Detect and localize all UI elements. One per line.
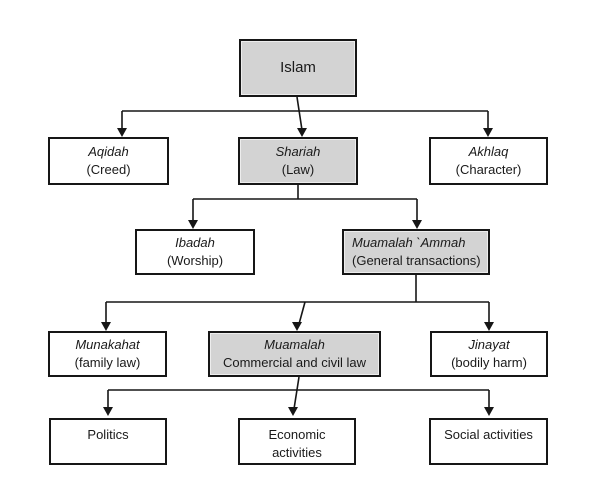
- node-islam-label: Islam: [280, 58, 316, 76]
- node-jinayat: Jinayat (bodily harm): [430, 331, 548, 377]
- node-munakahat: Munakahat (family law): [48, 331, 167, 377]
- connector-muamalah-ammah-children: [101, 275, 494, 331]
- node-social-activities-label: Social activities: [444, 427, 533, 442]
- node-jinayat-gloss: (bodily harm): [451, 355, 527, 370]
- node-islam: Islam: [239, 39, 357, 97]
- node-akhlaq-term: Akhlaq: [468, 144, 509, 160]
- node-munakahat-term: Munakahat: [75, 337, 140, 353]
- node-economic-activities-label-line1: Economic: [268, 427, 326, 442]
- node-muamalah-ammah-gloss: (General transactions): [352, 253, 481, 268]
- node-ibadah-gloss: (Worship): [166, 253, 224, 268]
- node-aqidah-gloss: (Creed): [86, 162, 131, 177]
- node-muamalah-term: Muamalah: [264, 337, 325, 353]
- node-shariah: Shariah (Law): [238, 137, 358, 185]
- node-muamalah-gloss: Commercial and civil law: [222, 355, 367, 370]
- connector-islam-children: [117, 96, 493, 137]
- node-economic-activities: Economic activities: [238, 418, 356, 465]
- node-muamalah: Muamalah Commercial and civil law: [208, 331, 381, 377]
- node-jinayat-term: Jinayat: [468, 337, 510, 353]
- node-munakahat-gloss: (family law): [74, 355, 141, 370]
- node-ibadah-term: Ibadah: [175, 235, 215, 251]
- node-shariah-gloss: (Law): [281, 162, 315, 177]
- connector-shariah-children: [188, 185, 422, 229]
- node-ibadah: Ibadah (Worship): [135, 229, 255, 275]
- node-aqidah-term: Aqidah: [88, 144, 129, 160]
- node-muamalah-ammah: Muamalah `Ammah (General transactions): [342, 229, 490, 275]
- node-aqidah: Aqidah (Creed): [48, 137, 169, 185]
- node-shariah-term: Shariah: [275, 144, 321, 160]
- node-economic-activities-label-line2: activities: [272, 444, 322, 460]
- node-politics-label: Politics: [87, 427, 129, 442]
- node-muamalah-ammah-term: Muamalah `Ammah: [352, 235, 466, 251]
- node-politics: Politics: [49, 418, 167, 465]
- node-akhlaq: Akhlaq (Character): [429, 137, 548, 185]
- connector-muamalah-children: [103, 376, 494, 416]
- node-akhlaq-gloss: (Character): [455, 162, 522, 177]
- node-social-activities: Social activities: [429, 418, 548, 465]
